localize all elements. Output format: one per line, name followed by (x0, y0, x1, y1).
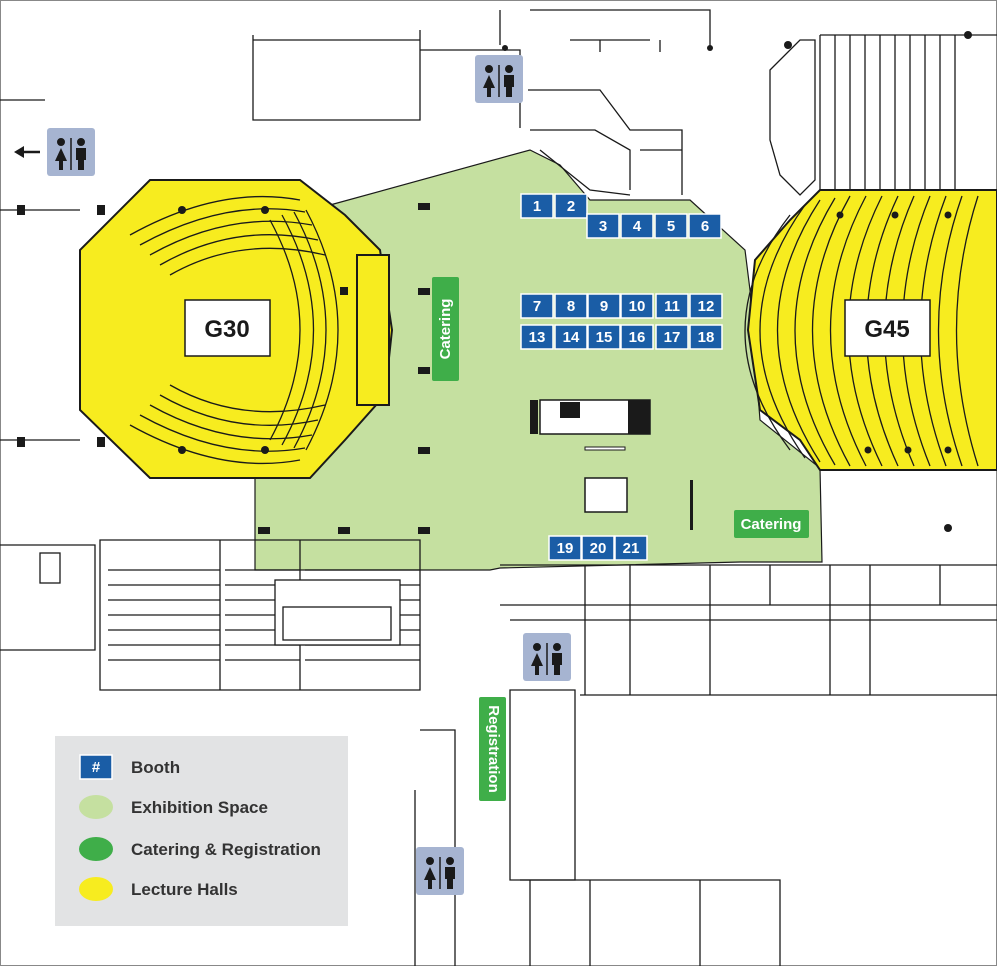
booth-box (554, 324, 588, 350)
booth-number: 5 (667, 218, 675, 235)
booth-5: 5 (654, 213, 688, 239)
booth-box (548, 535, 582, 561)
booth-box (520, 293, 554, 319)
booth-box (587, 324, 621, 350)
legend-item-lecture-halls: Lecture Halls (79, 877, 238, 901)
booth-number: 1 (533, 198, 541, 215)
booth-7: 7 (520, 293, 554, 319)
booth-box (655, 324, 689, 350)
booth-box (554, 293, 588, 319)
booth-2: 2 (554, 193, 588, 219)
legend-item-exhibition: Exhibition Space (79, 795, 268, 819)
pillars (17, 31, 972, 534)
booth-number: 3 (599, 218, 607, 235)
lecture-hall-g45: G45 (744, 189, 997, 471)
booth-box (614, 535, 648, 561)
central-stairwell (530, 399, 651, 513)
booth-21: 21 (614, 535, 648, 561)
restroom-icon (475, 55, 523, 103)
booth-17: 17 (655, 324, 689, 350)
booth-box (654, 213, 688, 239)
legend-label-exhibition: Exhibition Space (131, 798, 268, 817)
booth-box (554, 193, 588, 219)
legend-label-lecture-halls: Lecture Halls (131, 880, 238, 899)
booth-box (586, 213, 620, 239)
booth-number: 11 (664, 298, 680, 315)
booth-box (587, 293, 621, 319)
booth-number: 6 (701, 218, 709, 235)
booth-8: 8 (554, 293, 588, 319)
booth-number: 7 (533, 298, 541, 315)
booth-20: 20 (581, 535, 615, 561)
catering-label-horizontal: Catering (741, 516, 802, 533)
booth-13: 13 (520, 324, 554, 350)
booth-box (581, 535, 615, 561)
legend-item-catering-registration: Catering & Registration (79, 837, 321, 861)
legend-item-booth: # Booth (79, 754, 180, 780)
booth-14: 14 (554, 324, 588, 350)
booth-number: 19 (557, 540, 574, 557)
booth-box (520, 193, 554, 219)
catering-label-vertical: Catering (437, 299, 454, 360)
legend-booth-symbol: # (92, 759, 101, 776)
booth-number: 17 (664, 329, 681, 346)
restroom-icon (416, 847, 464, 895)
booth-number: 18 (698, 329, 715, 346)
hall-label-g30: G30 (204, 316, 249, 343)
booth-box (689, 324, 723, 350)
booth-number: 16 (629, 329, 646, 346)
catering-sign-vertical: Catering (432, 277, 459, 381)
booth-11: 11 (655, 293, 689, 319)
legend-label-booth: Booth (131, 758, 180, 777)
booth-9: 9 (587, 293, 621, 319)
hall-label-g45: G45 (864, 316, 909, 343)
catering-sign-horizontal: Catering (734, 510, 809, 538)
booth-6: 6 (688, 213, 722, 239)
booth-4: 4 (620, 213, 654, 239)
booth-3: 3 (586, 213, 620, 239)
booth-number: 21 (623, 540, 640, 557)
booth-number: 8 (567, 298, 575, 315)
booth-number: 2 (567, 198, 575, 215)
arrow-left-icon (14, 146, 40, 158)
registration-label: Registration (485, 705, 502, 793)
legend: # Booth Exhibition Space Catering & Regi… (55, 736, 348, 926)
restroom-icon (47, 128, 95, 176)
booth-12: 12 (689, 293, 723, 319)
booth-box (655, 293, 689, 319)
booth-number: 13 (529, 329, 546, 346)
booth-10: 10 (620, 293, 654, 319)
booth-box (620, 293, 654, 319)
building-walls (0, 9, 997, 966)
booth-number: 4 (633, 218, 642, 235)
booth-box (620, 324, 654, 350)
booth-box (689, 293, 723, 319)
booth-number: 20 (590, 540, 607, 557)
booth-number: 15 (596, 329, 613, 346)
booth-15: 15 (587, 324, 621, 350)
booth-number: 12 (698, 298, 715, 315)
booth-number: 9 (600, 298, 608, 315)
booth-box (620, 213, 654, 239)
restrooms (47, 55, 571, 895)
booth-18: 18 (689, 324, 723, 350)
booth-1: 1 (520, 193, 554, 219)
restroom-icon (523, 633, 571, 681)
booth-box (688, 213, 722, 239)
legend-label-catering-registration: Catering & Registration (131, 840, 321, 859)
booth-19: 19 (548, 535, 582, 561)
booth-box (520, 324, 554, 350)
booth-number: 14 (563, 329, 580, 346)
booth-16: 16 (620, 324, 654, 350)
lecture-hall-g30: G30 (79, 179, 394, 479)
registration-sign: Registration (479, 697, 506, 801)
booth-number: 10 (629, 298, 646, 315)
